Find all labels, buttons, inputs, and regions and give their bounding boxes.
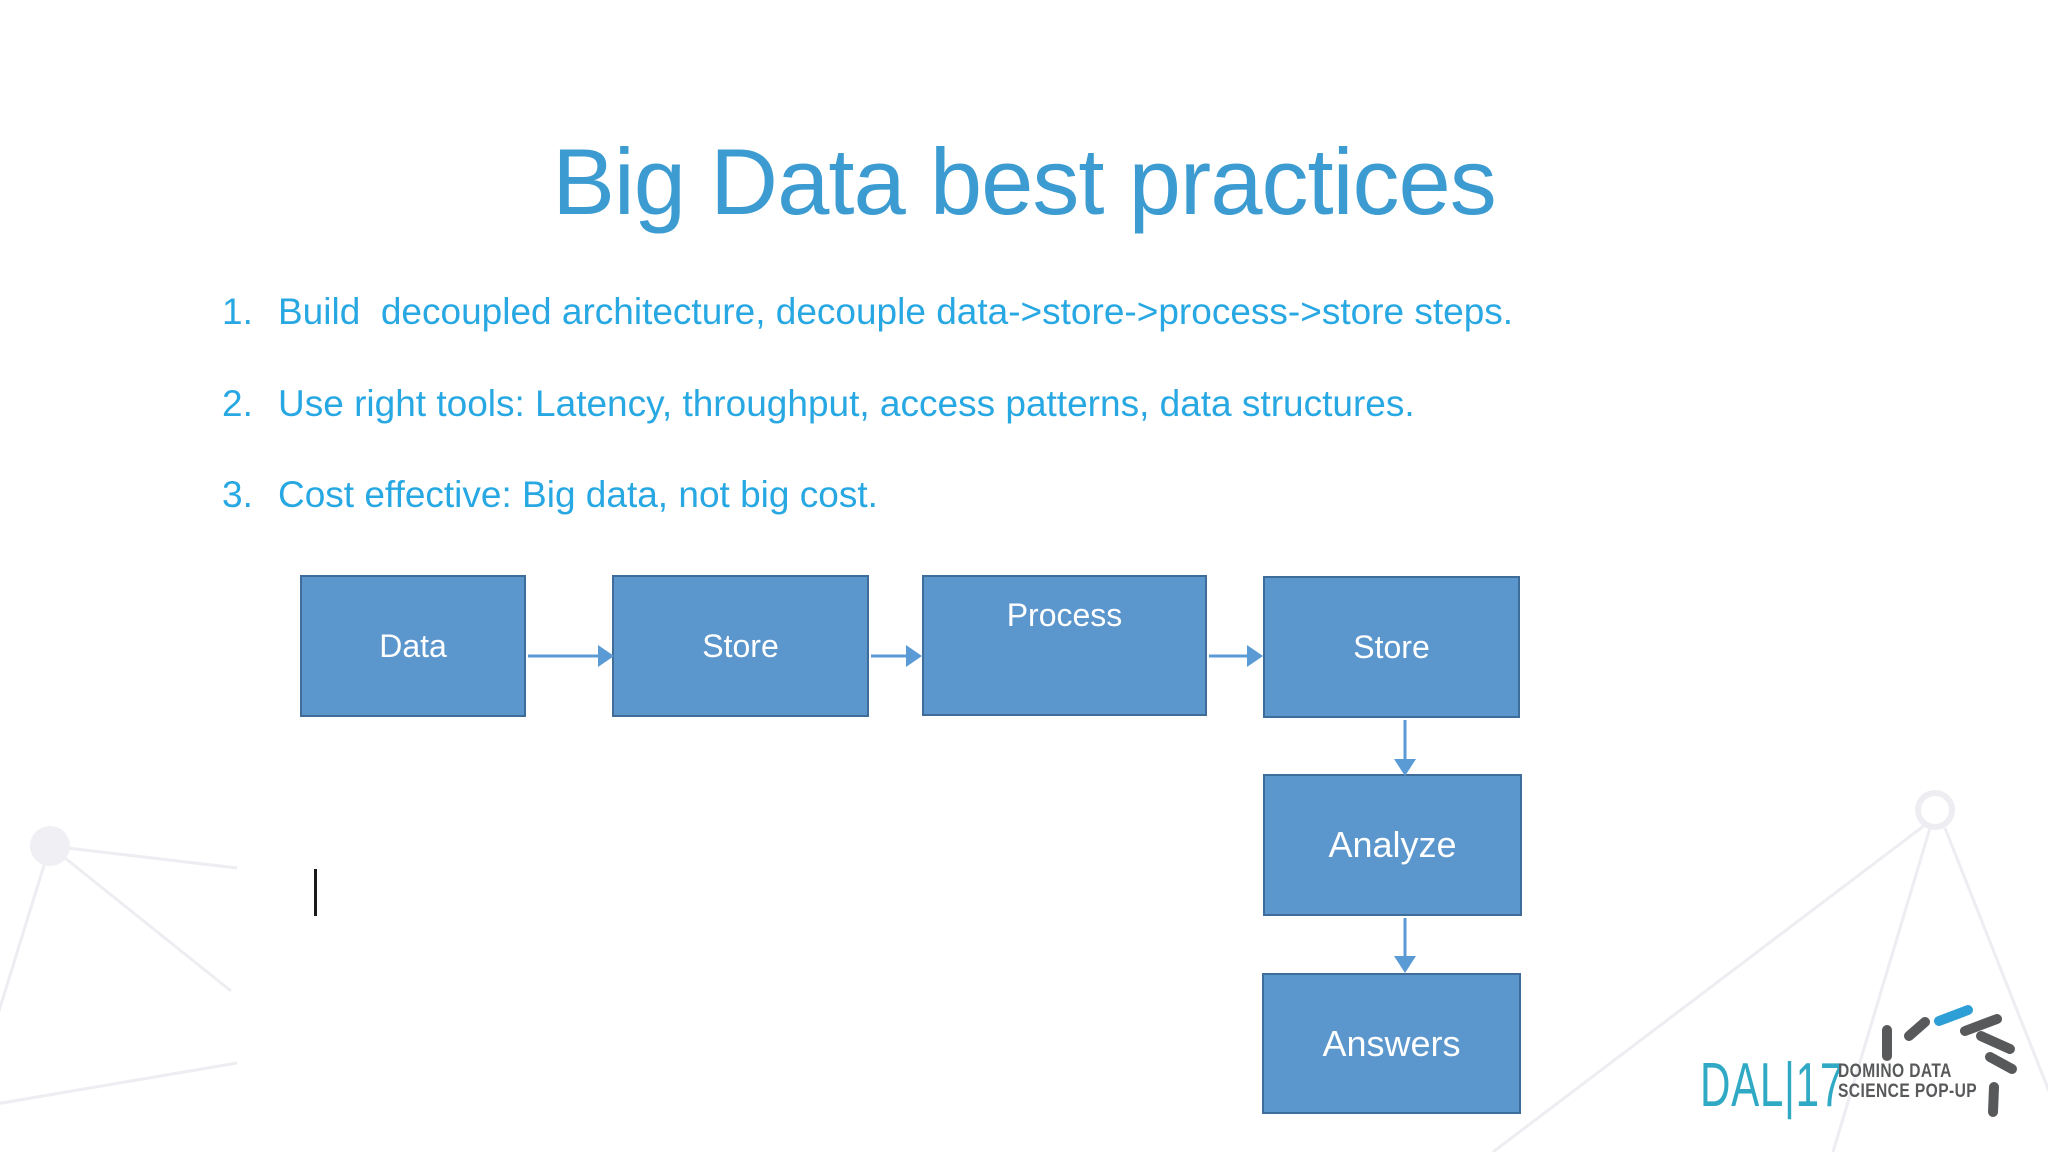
arrow-right-icon — [871, 645, 922, 667]
list-item-2: 2. Use right tools: Latency, throughput,… — [222, 383, 1415, 425]
flow-node-process-label: Process — [1006, 597, 1123, 633]
flow-node-data: Data — [300, 575, 526, 717]
flow-node-data-label: Data — [379, 627, 447, 664]
flow-node-store-2-label: Store — [1353, 628, 1430, 665]
flow-node-process: Process — [922, 575, 1207, 716]
flow-node-analyze: Analyze — [1263, 774, 1522, 916]
arrow-down-icon — [1394, 918, 1416, 973]
constellation-ring-icon — [1915, 790, 1955, 830]
flow-node-store-1: Store — [612, 575, 869, 717]
list-item-1-text: Build decoupled architecture, decouple d… — [278, 291, 1514, 332]
list-item-3-number: 3. — [222, 474, 253, 515]
event-logo-org-line2: SCIENCE POP-UP — [1838, 1081, 1978, 1102]
list-item-3: 3. Cost effective: Big data, not big cos… — [222, 474, 878, 516]
slide-title: Big Data best practices — [552, 129, 1497, 234]
arrow-right-icon — [528, 645, 614, 667]
list-item-1: 1. Build decoupled architecture, decoupl… — [222, 291, 1513, 333]
event-logo-code: DAL|17 — [1700, 1051, 1844, 1120]
flow-node-store-2: Store — [1263, 576, 1520, 718]
event-logo-org-line1: DOMINO DATA — [1838, 1061, 1952, 1082]
flow-node-analyze-label: Analyze — [1328, 824, 1457, 865]
flow-node-store-1-label: Store — [702, 627, 779, 664]
blue-dash-icon — [1934, 1005, 1973, 1026]
constellation-node-icon — [30, 826, 70, 866]
list-item-2-number: 2. — [222, 383, 253, 424]
list-item-2-text: Use right tools: Latency, throughput, ac… — [278, 383, 1415, 424]
list-item-1-number: 1. — [222, 291, 253, 332]
list-item-3-text: Cost effective: Big data, not big cost. — [278, 474, 878, 515]
arrow-down-icon — [1394, 720, 1416, 776]
text-cursor — [314, 869, 317, 916]
flow-node-answers-label: Answers — [1322, 1022, 1461, 1064]
event-logo-org: DOMINO DATA SCIENCE POP-UP — [1838, 1062, 1977, 1102]
flow-node-answers: Answers — [1262, 973, 1521, 1114]
arrow-right-icon — [1209, 645, 1263, 667]
